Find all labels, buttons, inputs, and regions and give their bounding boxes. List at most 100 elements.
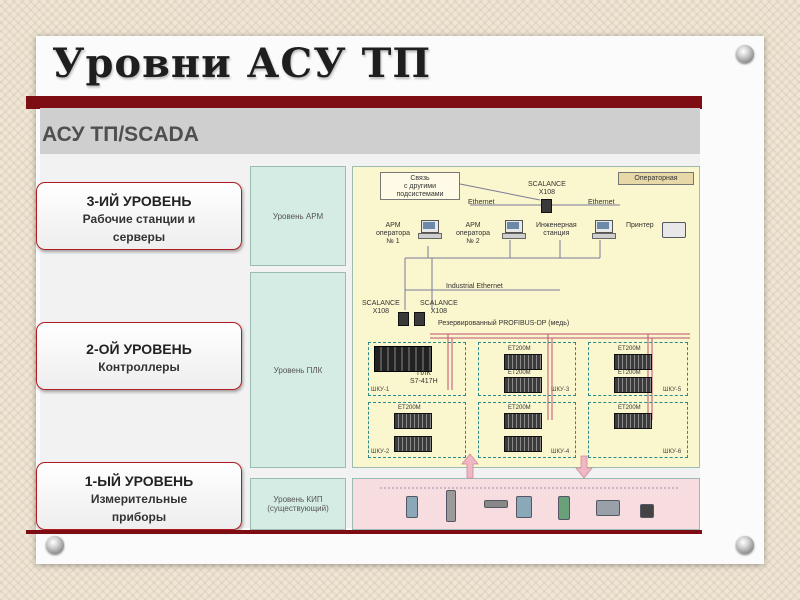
plc-line: ПЛК bbox=[416, 370, 431, 377]
pushpin-icon bbox=[736, 45, 754, 63]
side-label-kip-line1: Уровень КИП bbox=[273, 495, 323, 504]
printer-icon bbox=[662, 222, 686, 238]
plc-line: S7-417H bbox=[410, 378, 438, 385]
transmitter-icon bbox=[558, 496, 570, 520]
level-heading: 1-ЫЙ УРОВЕНЬ bbox=[84, 473, 194, 489]
scalance-label: SCALANCE X108 bbox=[528, 181, 566, 197]
side-label-plk: Уровень ПЛК bbox=[250, 272, 346, 468]
bottom-divider bbox=[26, 530, 702, 534]
scalance-label: SCALANCE X108 bbox=[362, 300, 400, 316]
cabinet-label: ШКУ-6 bbox=[663, 449, 682, 455]
pressure-transmitter-icon bbox=[516, 496, 532, 518]
cabinet-shku-2 bbox=[368, 402, 466, 458]
plc-label: ПЛК S7-417H bbox=[410, 370, 438, 386]
et200m-module-icon bbox=[504, 413, 542, 429]
engineering-station-label: Инженерная станция bbox=[536, 222, 577, 238]
ethernet-label: Ethernet bbox=[588, 199, 615, 206]
et200m-label: ET200M bbox=[398, 405, 421, 411]
et200m-module-icon bbox=[504, 436, 542, 452]
et200m-module-icon bbox=[504, 377, 542, 393]
printer-label: Принтер bbox=[626, 222, 654, 229]
et200m-label: ET200M bbox=[508, 346, 531, 352]
et200m-module-icon bbox=[394, 413, 432, 429]
sensor-icon bbox=[640, 504, 654, 518]
cabinet-label: ШКУ-4 bbox=[551, 449, 570, 455]
cabinet-label: ШКУ-3 bbox=[551, 387, 570, 393]
level-1-box: 1-ЫЙ УРОВЕНЬ Измерительные приборы bbox=[36, 462, 242, 530]
flowmeter-icon bbox=[406, 496, 418, 518]
arm2-line: № 2 bbox=[466, 238, 480, 245]
svyaz-line: Связь bbox=[410, 175, 430, 182]
level-desc: Контроллеры bbox=[98, 360, 180, 374]
cabinet-label: ШКУ-2 bbox=[371, 449, 390, 455]
level-desc: приборы bbox=[111, 510, 167, 524]
level-desc: Измерительные bbox=[90, 492, 188, 506]
et200m-module-icon bbox=[394, 436, 432, 452]
scalance-label: SCALANCE X108 bbox=[420, 300, 458, 316]
cabinet-label: ШКУ-1 bbox=[371, 387, 390, 393]
level-heading: 2-ОЙ УРОВЕНЬ bbox=[86, 341, 192, 357]
et200m-label: ET200M bbox=[508, 405, 531, 411]
side-label-kip: Уровень КИП (существующий) bbox=[250, 478, 346, 530]
level-desc: серверы bbox=[112, 230, 166, 244]
scalance-line: X108 bbox=[372, 308, 390, 315]
switch-icon bbox=[541, 199, 552, 213]
level-heading: 3-ИЙ УРОВЕНЬ bbox=[86, 193, 192, 209]
slide-title: Уровни АСУ ТП bbox=[52, 40, 432, 87]
cabinet-shku-4 bbox=[478, 402, 576, 458]
scalance-line: X108 bbox=[430, 308, 448, 315]
cabinet-shku-1 bbox=[368, 342, 466, 396]
et200m-label: ET200M bbox=[618, 370, 641, 376]
cabinet-shku-3 bbox=[478, 342, 576, 396]
cabinet-shku-6 bbox=[588, 402, 688, 458]
level-2-box: 2-ОЙ УРОВЕНЬ Контроллеры bbox=[36, 322, 242, 390]
level-desc: Рабочие станции и bbox=[82, 212, 196, 226]
et200m-label: ET200M bbox=[618, 346, 641, 352]
operator-room-label: Операторная bbox=[618, 172, 694, 185]
switch-icon bbox=[398, 312, 409, 326]
svyaz-line: подсистемами bbox=[396, 191, 444, 198]
title-divider bbox=[26, 96, 702, 109]
scalance-line: SCALANCE bbox=[528, 181, 566, 188]
ethernet-label: Ethernet bbox=[468, 199, 495, 206]
valve-icon bbox=[596, 500, 620, 516]
scalance-line: SCALANCE bbox=[362, 300, 400, 307]
pushpin-icon bbox=[46, 536, 64, 554]
arm1-line: оператора bbox=[376, 230, 411, 237]
scalance-line: X108 bbox=[538, 189, 556, 196]
diagram-header: АСУ ТП/SCADA bbox=[42, 123, 199, 146]
et200m-module-icon bbox=[614, 413, 652, 429]
profibus-label: Резервированный PROFIBUS-DP (медь) bbox=[438, 320, 570, 327]
industrial-ethernet-label: Industrial Ethernet bbox=[446, 283, 503, 290]
computer-icon bbox=[502, 220, 526, 239]
et200m-module-icon bbox=[614, 354, 652, 370]
other-subsystems-box: Связь с другими подсистемами bbox=[380, 172, 460, 200]
arm1-line: АРМ bbox=[385, 222, 401, 229]
level-sensor-icon bbox=[446, 490, 456, 522]
svyaz-line: с другими bbox=[403, 183, 437, 190]
et200m-module-icon bbox=[614, 377, 652, 393]
et200m-label: ET200M bbox=[508, 370, 531, 376]
level-3-box: 3-ИЙ УРОВЕНЬ Рабочие станции и серверы bbox=[36, 182, 242, 250]
switch-icon bbox=[414, 312, 425, 326]
cabinet-label: ШКУ-5 bbox=[663, 387, 682, 393]
header-band bbox=[40, 108, 700, 154]
side-label-arm: Уровень АРМ bbox=[250, 166, 346, 266]
side-label-kip-line2: (существующий) bbox=[267, 504, 329, 513]
arm1-label: АРМ оператора № 1 bbox=[376, 222, 410, 246]
arm1-line: № 1 bbox=[386, 238, 400, 245]
cabinet-shku-5 bbox=[588, 342, 688, 396]
plc-icon bbox=[374, 346, 432, 372]
arm2-line: оператора bbox=[456, 230, 491, 237]
pushpin-icon bbox=[736, 536, 754, 554]
computer-icon bbox=[592, 220, 616, 239]
scalance-line: SCALANCE bbox=[420, 300, 458, 307]
et200m-module-icon bbox=[504, 354, 542, 370]
temperature-sensor-icon bbox=[484, 500, 508, 508]
computer-icon bbox=[418, 220, 442, 239]
arm2-line: АРМ bbox=[465, 222, 481, 229]
et200m-label: ET200M bbox=[618, 405, 641, 411]
eng-line: станция bbox=[543, 230, 570, 237]
eng-line: Инженерная bbox=[536, 222, 577, 229]
